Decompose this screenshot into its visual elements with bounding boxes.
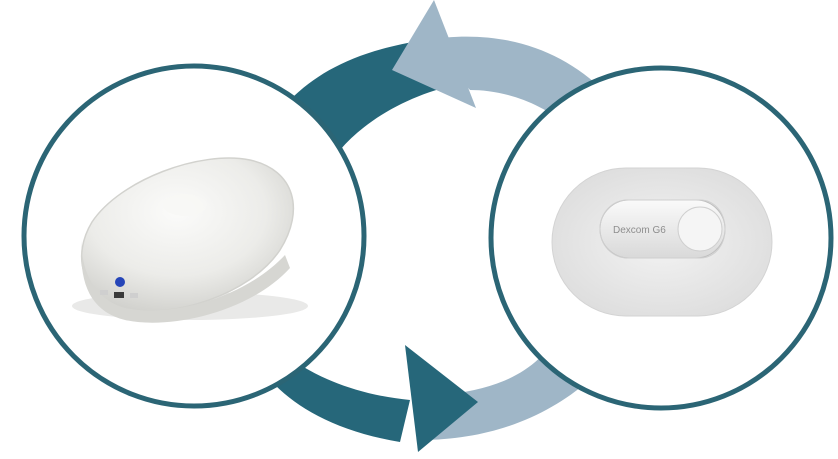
left-device-circle <box>24 66 364 406</box>
cgm-sensor-patch-icon: Dexcom G6 <box>552 168 772 316</box>
right-device-circle: Dexcom G6 <box>491 68 831 408</box>
led-indicator <box>115 277 125 287</box>
sensor-brand-label: Dexcom G6 <box>613 225 666 236</box>
